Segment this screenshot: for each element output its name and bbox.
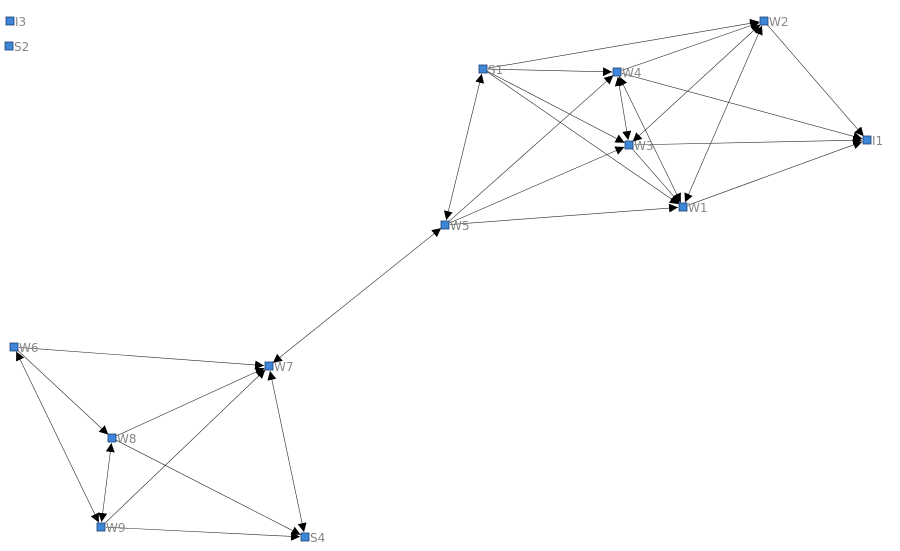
node-label-w7: W7: [274, 360, 294, 374]
edge-w4-w3: [614, 76, 632, 141]
edge-w4-w2: [621, 21, 760, 71]
edge-w9-w7: [104, 369, 266, 524]
edge-w8-w9: [98, 442, 115, 523]
node-s1[interactable]: S1: [478, 63, 503, 77]
edge-w2-i1: [767, 24, 864, 137]
node-square-w4[interactable]: [612, 67, 622, 77]
node-square-w1[interactable]: [678, 202, 688, 212]
node-label-s2: S2: [14, 40, 29, 54]
edge-s1-w1: [486, 71, 680, 205]
edges-layer: [15, 18, 864, 541]
node-label-w1: W1: [688, 201, 708, 215]
edge-s1-w2: [487, 18, 760, 69]
node-square-w7[interactable]: [264, 361, 274, 371]
edge-s1-w5: [443, 73, 485, 221]
node-label-i3: I3: [15, 15, 26, 29]
edge-w1-w2: [684, 25, 763, 203]
edge-w5-w3: [449, 146, 625, 224]
node-w1[interactable]: W1: [678, 201, 708, 215]
node-w4[interactable]: W4: [612, 66, 642, 80]
node-square-s4[interactable]: [300, 532, 310, 542]
edge-s1-w4: [487, 67, 613, 77]
node-square-s1[interactable]: [478, 64, 488, 74]
node-label-w4: W4: [622, 66, 642, 80]
edge-w5-w1: [449, 203, 679, 225]
node-label-w3: W3: [634, 139, 654, 153]
edge-w1-i1: [687, 140, 863, 206]
edge-w5-w7: [272, 227, 442, 364]
node-square-w6[interactable]: [9, 342, 19, 352]
edge-w8-w7: [116, 367, 265, 437]
node-label-w5: W5: [450, 219, 470, 233]
node-square-w2[interactable]: [759, 16, 769, 26]
edge-w7-s4: [267, 370, 307, 533]
node-square-w8[interactable]: [107, 433, 117, 443]
edge-s1-w3: [487, 71, 625, 143]
edge-w3-i1: [633, 135, 863, 146]
node-square-i3[interactable]: [5, 16, 15, 26]
edge-w6-w7: [18, 347, 265, 370]
edge-w4-i1: [621, 73, 863, 141]
edge-w3-w1: [632, 148, 680, 204]
node-label-s1: S1: [488, 63, 503, 77]
node-square-s2[interactable]: [4, 41, 14, 51]
edge-w6-w8: [17, 350, 109, 435]
node-square-w5[interactable]: [440, 220, 450, 230]
node-w3[interactable]: W3: [624, 139, 654, 153]
node-s4[interactable]: S4: [300, 531, 325, 545]
edge-w8-s4: [116, 440, 301, 535]
node-w6[interactable]: W6: [9, 341, 39, 355]
node-label-w2: W2: [769, 15, 789, 29]
node-square-i1[interactable]: [862, 135, 872, 145]
node-i1[interactable]: I1: [862, 134, 883, 148]
node-label-w9: W9: [106, 521, 126, 535]
node-w5[interactable]: W5: [440, 219, 470, 233]
edge-w3-w2: [632, 24, 761, 142]
node-label-i1: I1: [872, 134, 883, 148]
node-w2[interactable]: W2: [759, 15, 789, 29]
node-label-w6: W6: [19, 341, 39, 355]
node-i3[interactable]: I3: [5, 15, 26, 29]
edge-w9-s4: [105, 526, 301, 541]
edge-w5-w4: [448, 75, 614, 222]
node-square-w9[interactable]: [96, 522, 106, 532]
node-label-w8: W8: [117, 432, 137, 446]
node-square-w3[interactable]: [624, 140, 634, 150]
node-label-s4: S4: [310, 531, 325, 545]
edge-w6-w9: [15, 351, 100, 523]
node-w8[interactable]: W8: [107, 432, 137, 446]
node-s2[interactable]: S2: [4, 40, 29, 54]
node-w9[interactable]: W9: [96, 521, 126, 535]
edge-w4-w1: [618, 76, 682, 203]
node-w7[interactable]: W7: [264, 360, 294, 374]
